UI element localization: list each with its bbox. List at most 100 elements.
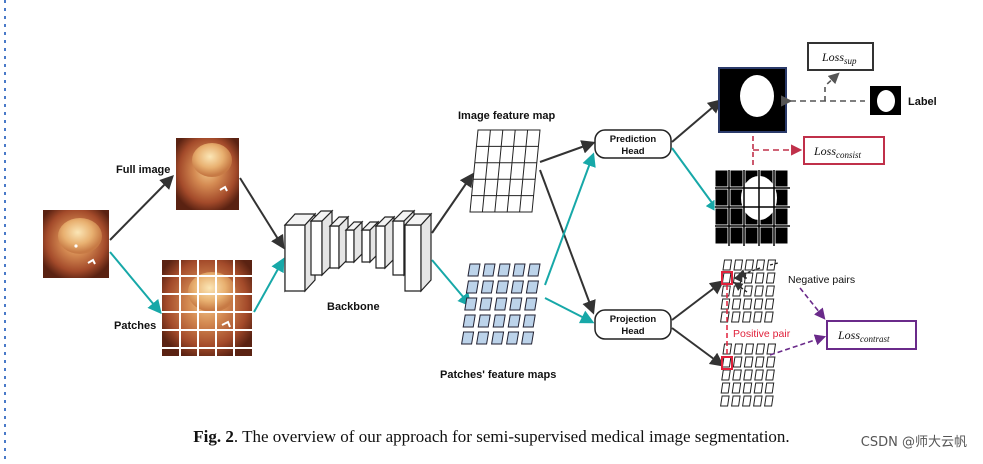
positive-pair-label: Positive pair [733, 328, 791, 340]
loss-sup-base: Loss [821, 50, 844, 64]
patch-feature-cell [512, 263, 526, 277]
loss-contrast-base: Loss [837, 328, 860, 342]
top-projection-vectors [720, 259, 777, 323]
loss-consist-sub: consist [836, 150, 862, 160]
patch-feature-cell [464, 297, 478, 311]
page-edge-marker [4, 0, 6, 459]
projection-vector-cell [743, 285, 753, 297]
watermark: CSDN @师大云帆 [858, 431, 969, 450]
patches-image [160, 258, 254, 358]
patch-feature-cell [492, 314, 506, 328]
patch-feature-cell [510, 280, 524, 294]
caption-text: . The overview of our approach for semi-… [233, 427, 790, 446]
projection-vector-cell [753, 311, 763, 323]
arrow-backbone-to-image-map [431, 172, 474, 234]
projection-vector-cell [732, 356, 743, 368]
patch-feature-cell [495, 280, 509, 294]
projection-vector-cell [720, 311, 730, 323]
projection-vector-cell [742, 395, 752, 407]
projection-vector-cell [721, 285, 731, 297]
dashed-to-loss-sup [824, 72, 840, 101]
projection-vector-cell [744, 259, 755, 271]
patch-mask-tile [759, 226, 774, 245]
patches-label: Patches [114, 320, 156, 332]
label-text: Label [908, 96, 937, 108]
projection-vector-cell [720, 382, 731, 394]
predicted-mask [718, 67, 787, 133]
projection-vector-cell [765, 285, 775, 297]
patch-feature-cell [524, 297, 538, 311]
projection-head-line2: Head [621, 326, 644, 337]
full-image [176, 138, 239, 210]
projection-vector-cell [742, 311, 752, 323]
arrow-image-map-to-prediction [539, 140, 596, 163]
patch-mask-tile [744, 226, 759, 245]
projection-vector-cell [765, 272, 776, 284]
arrow-projection-to-bottom-vectors [671, 327, 725, 367]
negative-pairs-label: Negative pairs [788, 274, 855, 286]
patch-mask-tile [714, 226, 729, 245]
projection-head-line1: Projection [610, 314, 657, 325]
patch-feature-cell [527, 263, 541, 277]
patch-feature-cell [465, 280, 479, 294]
projection-head: Projection Head [594, 309, 672, 340]
dashed-positive-to-contrast [769, 334, 827, 356]
patch-feature-cell [509, 297, 523, 311]
projection-vector-cell [743, 272, 754, 284]
patch-feature-cell [467, 263, 481, 277]
positive-anchor-top [721, 271, 733, 285]
projection-vector-cell [754, 285, 764, 297]
projection-vector-cell [720, 395, 730, 407]
projection-vector-cell [721, 272, 732, 284]
projection-vector-cell [764, 395, 774, 407]
patch-mask-tile [774, 207, 789, 226]
projection-vector-cell [743, 369, 753, 381]
patch-feature-cell [506, 331, 520, 345]
arrow-input-to-patches [109, 251, 162, 315]
projection-vector-cell [753, 395, 763, 407]
patch-feature-cell [461, 331, 475, 345]
projection-vector-cell [720, 298, 731, 310]
patch-feature-cell [521, 331, 535, 345]
projection-vector-cell [764, 311, 774, 323]
projection-vector-cell [764, 298, 775, 310]
projection-vector-cell [744, 343, 755, 355]
projection-vector-cell [764, 382, 775, 394]
arrow-backbone-to-patch-maps [431, 259, 472, 308]
backbone-block [283, 209, 433, 293]
patches-feature-maps-label: Patches' feature maps [440, 369, 556, 381]
projection-vector-cell [755, 259, 766, 271]
prediction-head-line1: Prediction [610, 134, 657, 145]
image-feature-map [469, 129, 541, 213]
svg-text:Lossconsist: Lossconsist [813, 144, 862, 160]
positive-anchor-bottom [721, 356, 733, 370]
projection-vector-cell [755, 343, 766, 355]
projection-vector-cell [733, 343, 744, 355]
patch-feature-cell [482, 263, 496, 277]
loss-contrast-box: Losscontrast [826, 320, 917, 350]
projection-vector-cell [765, 356, 776, 368]
patch-mask-tile [774, 169, 789, 188]
arrow-patch-maps-to-prediction [544, 152, 596, 286]
loss-consist-box: Lossconsist [803, 136, 885, 165]
figure-caption: Fig. 2. The overview of our approach for… [0, 427, 983, 447]
arrow-image-map-to-projection [539, 169, 596, 315]
image-feature-map-label: Image feature map [458, 110, 555, 122]
projection-vector-cell [742, 382, 753, 394]
loss-contrast-sub: contrast [860, 334, 890, 344]
patch-feature-cell [525, 280, 539, 294]
patch-mask-tile [729, 226, 744, 245]
projection-vector-cell [742, 298, 753, 310]
arrow-full-to-backbone [239, 177, 285, 250]
prediction-head-line2: Head [621, 146, 644, 157]
patch-feature-cell [479, 297, 493, 311]
patch-feature-cell [477, 314, 491, 328]
projection-vector-cell [753, 298, 764, 310]
patch-predicted-mask [714, 169, 790, 246]
svg-text:Losssup: Losssup [821, 50, 857, 66]
patch-feature-cell [462, 314, 476, 328]
patch-mask-tile [714, 188, 729, 207]
patches-feature-maps [461, 263, 541, 345]
patch-mask-tile [729, 169, 744, 188]
